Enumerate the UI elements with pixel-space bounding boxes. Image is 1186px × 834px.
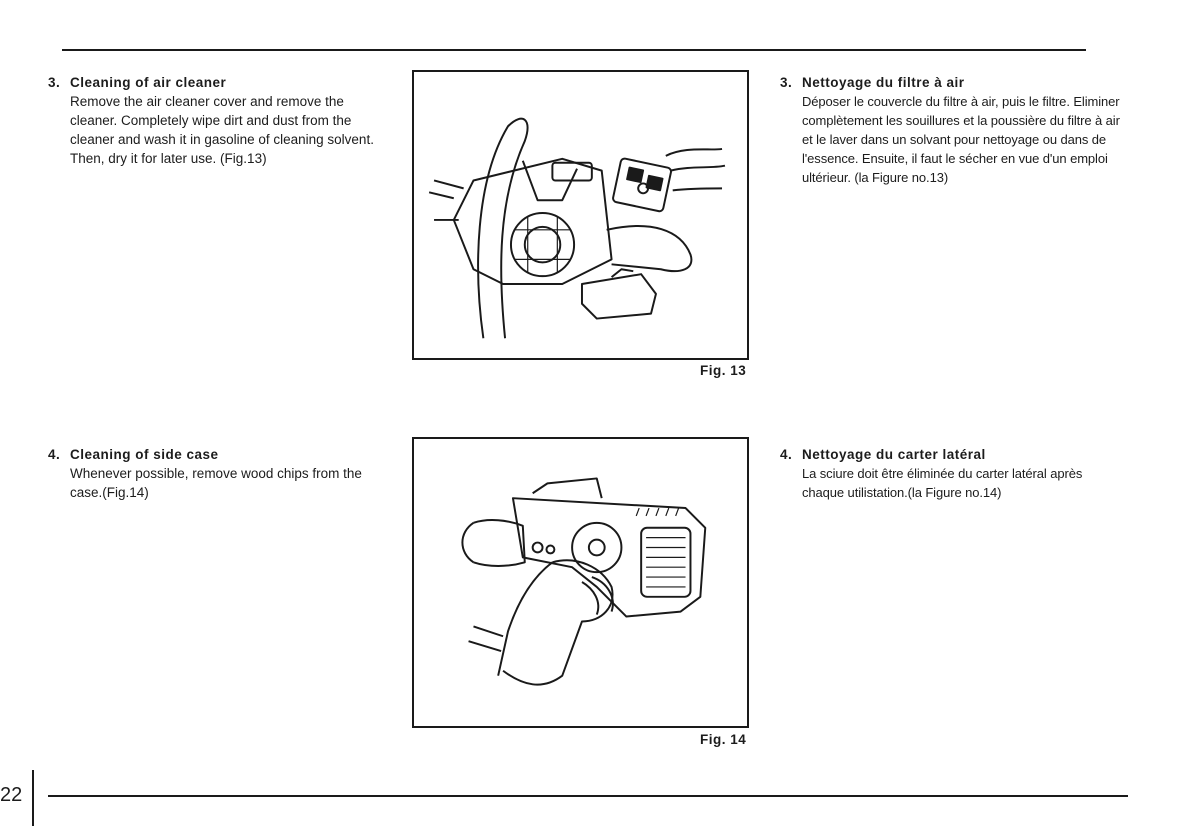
section-body: Déposer le couvercle du filtre à air, pu…: [802, 94, 1120, 185]
section-4-french: 4. Nettoyage du carter latéral La sciure…: [780, 445, 1120, 502]
figure-13-air-cleaner-illustration: [412, 70, 749, 360]
section-number: 3.: [780, 75, 793, 90]
section-body: Whenever possible, remove wood chips fro…: [70, 466, 362, 500]
section-4-english: 4. Cleaning of side case Whenever possib…: [48, 445, 388, 502]
section-3-english: 3. Cleaning of air cleaner Remove the ai…: [48, 73, 388, 168]
page-number: 22: [0, 784, 23, 806]
section-heading: 4. Cleaning of side case: [48, 445, 388, 464]
section-heading: 3. Cleaning of air cleaner: [48, 73, 388, 92]
chainsaw-air-cleaner-drawing: [428, 117, 726, 339]
figure-14-side-case-illustration: [412, 437, 749, 728]
section-number: 4.: [780, 447, 793, 462]
section-number: 4.: [48, 447, 61, 462]
bottom-rule: [48, 795, 1128, 797]
figure-13-caption: Fig. 13: [700, 363, 747, 378]
section-body: La sciure doit être éliminée du carter l…: [802, 466, 1083, 500]
section-body: Remove the air cleaner cover and remove …: [70, 94, 374, 166]
section-heading: 3. Nettoyage du filtre à air: [780, 73, 1120, 92]
section-3-french: 3. Nettoyage du filtre à air Déposer le …: [780, 73, 1120, 187]
page-number-divider: [32, 770, 34, 826]
figure-14-caption: Fig. 14: [700, 732, 747, 747]
section-number: 3.: [48, 75, 61, 90]
section-heading: 4. Nettoyage du carter latéral: [780, 445, 1120, 464]
section-title: Nettoyage du filtre à air: [802, 75, 965, 90]
side-case-cleaning-drawing: [461, 477, 707, 686]
section-title: Nettoyage du carter latéral: [802, 447, 986, 462]
section-title: Cleaning of side case: [70, 447, 219, 462]
section-title: Cleaning of air cleaner: [70, 75, 227, 90]
top-rule: [62, 49, 1086, 51]
